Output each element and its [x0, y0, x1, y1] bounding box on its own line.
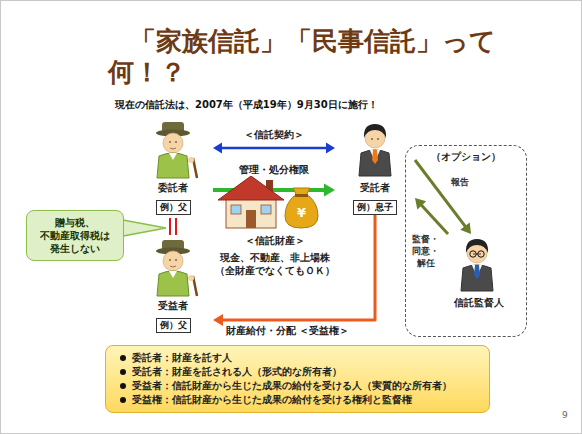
- settlor-figure: [156, 122, 197, 178]
- node-text: 委託者: [133, 182, 213, 195]
- connector-line: [415, 160, 466, 228]
- page-number: 9: [562, 410, 568, 420]
- edge-label: 報告: [449, 176, 471, 188]
- connector: [415, 198, 448, 234]
- node-text: 受益権：信託財産から生じた成果の給付を受ける権利と監督権: [132, 393, 479, 407]
- arrow-head: [460, 222, 471, 234]
- node-text: 受託者: [335, 182, 415, 195]
- connector-line: [420, 204, 448, 234]
- house-icon: [218, 176, 284, 228]
- supervisor-node: 信託監督人: [436, 234, 521, 310]
- trustee-figure: [359, 124, 391, 176]
- arrow-head: [324, 183, 335, 196]
- edge-label: 監督・ 同意・ 解任: [411, 233, 441, 269]
- node-text: 現金、不動産、非上場株 （全財産でなくてもＯＫ）: [209, 251, 341, 277]
- node-text: 委託者：財産を託す人: [132, 351, 479, 365]
- arrow-head: [213, 143, 222, 154]
- callout-tail: [123, 220, 166, 236]
- trustee-node: 受託者例）息子: [335, 120, 415, 215]
- date-note: 現在の信託法は、2007年（平成19年）9月30日に施行！: [115, 98, 378, 112]
- arrow-head: [415, 198, 426, 209]
- node-text: 贈与税、 不動産取得税は 発生しない: [32, 216, 118, 255]
- node-text: （オプション）: [406, 150, 526, 164]
- node-text: 例）父: [156, 318, 191, 333]
- slide-title: 「家族信託」「民事信託」って 何！？: [108, 26, 500, 88]
- edge-label: ＜信託契約＞: [242, 129, 306, 141]
- node-text: ＜信託財産＞: [209, 234, 341, 248]
- edge-label: 管理・処分権限: [237, 164, 311, 176]
- node-text: 受益者: [133, 300, 213, 313]
- node-text: 受益者：信託財産から生じた成果の給付を受ける人（実質的な所有者）: [132, 379, 479, 393]
- money-bag-icon: [285, 188, 318, 228]
- supervisor-figure: [461, 239, 493, 291]
- trust-property: ＜信託財産＞ 現金、不動産、非上場株 （全財産でなくてもＯＫ）: [205, 232, 345, 279]
- node-text: 例）息子: [353, 200, 397, 215]
- settlor-node: 委託者例）父: [133, 120, 213, 215]
- tax-callout: 贈与税、 不動産取得税は 発生しない: [26, 210, 124, 261]
- equal-line: [175, 218, 177, 235]
- definition-box: 委託者：財産を託す人受託者：財産を託される人（形式的な所有者）受益者：信託財産か…: [105, 345, 490, 413]
- node-text: 信託監督人: [436, 296, 521, 310]
- yen-sign: ¥: [297, 205, 306, 220]
- connector-line: [220, 147, 328, 150]
- arrow-head: [326, 143, 335, 154]
- connector: [415, 160, 471, 234]
- edge-label: 財産給付・分配 ＜受益権＞: [224, 325, 351, 337]
- beneficiary-node: 受益者例）父: [133, 238, 213, 333]
- connector: [213, 143, 335, 154]
- equal-line: [169, 218, 171, 235]
- node-text: 例）父: [156, 200, 191, 215]
- arrow-head: [213, 314, 223, 326]
- node-text: 受託者：財産を託される人（形式的な所有者）: [132, 365, 479, 379]
- connector: [170, 218, 176, 235]
- beneficiary-figure: [156, 240, 197, 296]
